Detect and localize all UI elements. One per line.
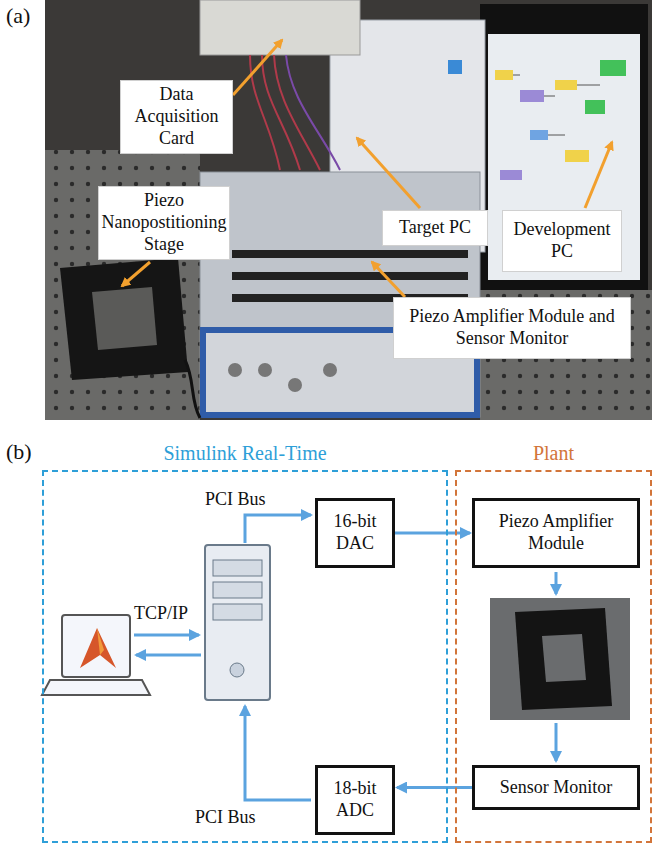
amplifier-module-part [232, 272, 468, 280]
box-label: Development PC [509, 219, 615, 263]
amplifier-module-part [258, 363, 272, 377]
laptop-icon-part [62, 615, 130, 677]
bus-label: PCI Bus [205, 490, 266, 510]
laptop-icon-part [80, 628, 116, 668]
lab-photo [45, 0, 652, 420]
callout-box: Data Acquisition Card [120, 80, 233, 154]
pc-tower-icon-part [213, 582, 262, 598]
daq-card-part [250, 55, 320, 170]
piezo-stage-part [185, 360, 200, 418]
callout-box: Development PC [502, 210, 622, 272]
monitor-part [555, 80, 577, 90]
stage-photo [490, 598, 630, 720]
laptop-icon-part [42, 680, 150, 695]
region-title: Plant [457, 442, 650, 465]
monitor-part [513, 75, 600, 135]
monitor-part [600, 60, 626, 76]
box-label: Piezo Nanopostitioning Stage [102, 190, 227, 256]
piezo-stage [60, 258, 200, 418]
leader-arrow-part [372, 262, 405, 297]
target-pc-part [448, 60, 462, 74]
amplifier-module-part [288, 378, 302, 392]
pc-tower-icon [205, 545, 270, 700]
box-label: Sensor Monitor [500, 777, 613, 799]
monitor-part [480, 4, 648, 290]
laptop-icon-part [97, 628, 104, 655]
panel-letter: (a) [6, 4, 30, 28]
pc-tower-icon-part [230, 663, 244, 677]
pc-tower-icon-part [213, 560, 262, 576]
leader-arrow-part [233, 40, 282, 95]
box-label: 18-bit ADC [324, 778, 386, 821]
callout-box: Piezo Amplifier Module and Sensor Monito… [393, 297, 631, 359]
amplifier-module [200, 172, 480, 417]
signal-label: TCP/IP [134, 604, 188, 624]
box-label: Piezo Amplifier Module [481, 511, 631, 554]
stage-photo-part [490, 598, 630, 720]
callout-box: Piezo Nanopostitioning Stage [98, 186, 230, 260]
monitor-part [488, 34, 640, 280]
leader-arrow-part [122, 262, 150, 286]
monitor-part [495, 70, 513, 80]
signal-wire-part [555, 723, 558, 761]
hardware-block: 18-bit ADC [315, 765, 395, 835]
signal-wire-part [136, 654, 201, 657]
signal-wire-part [555, 572, 558, 594]
lab-photo-part [45, 0, 652, 420]
daq-card-part [286, 55, 340, 170]
hardware-block: 16-bit DAC [315, 498, 395, 568]
box-label: Piezo Amplifier Module and Sensor Monito… [400, 306, 624, 350]
monitor-part [530, 130, 548, 140]
leader-arrow-part [585, 142, 612, 208]
dashed-region: PlantPiezo Amplifier ModuleSensor Monito… [455, 470, 652, 843]
hardware-block: Sensor Monitor [472, 765, 640, 810]
region-title: Simulink Real-Time [44, 442, 446, 465]
daq-card-part [200, 0, 360, 55]
piezo-stage-part [92, 287, 157, 350]
dashed-region: Simulink Real-Time16-bit DAC18-bit ADC [42, 470, 448, 843]
box-label: Target PC [399, 217, 471, 239]
monitor-part [585, 100, 605, 114]
laptop-icon [42, 615, 150, 695]
callout-box: Target PC [382, 210, 488, 246]
amplifier-module-part [232, 250, 468, 258]
stage-photo-part [542, 634, 586, 682]
piezo-stage-part [60, 258, 188, 380]
leader-arrow-part [357, 138, 420, 208]
monitor-part [565, 150, 589, 162]
amplifier-module-part [323, 363, 337, 377]
signal-wire-part [134, 634, 199, 637]
box-label: Data Acquisition Card [127, 84, 226, 150]
amplifier-module-part [200, 172, 480, 417]
box-label: 16-bit DAC [324, 511, 386, 554]
bus-label: PCI Bus [195, 808, 256, 828]
hardware-block: Piezo Amplifier Module [472, 498, 640, 568]
stage-photo-part [515, 608, 612, 710]
panel-letter: (b) [6, 440, 32, 464]
amplifier-module-part [228, 363, 242, 377]
signal-wire-part [245, 515, 311, 543]
monitor [480, 4, 648, 290]
monitor-part [500, 170, 522, 180]
signal-arrow [397, 786, 472, 789]
pc-tower-icon-part [205, 545, 270, 700]
monitor-part [520, 90, 544, 102]
signal-arrow [395, 532, 470, 535]
pc-tower-icon-part [213, 604, 262, 620]
signal-wire-part [245, 706, 311, 800]
